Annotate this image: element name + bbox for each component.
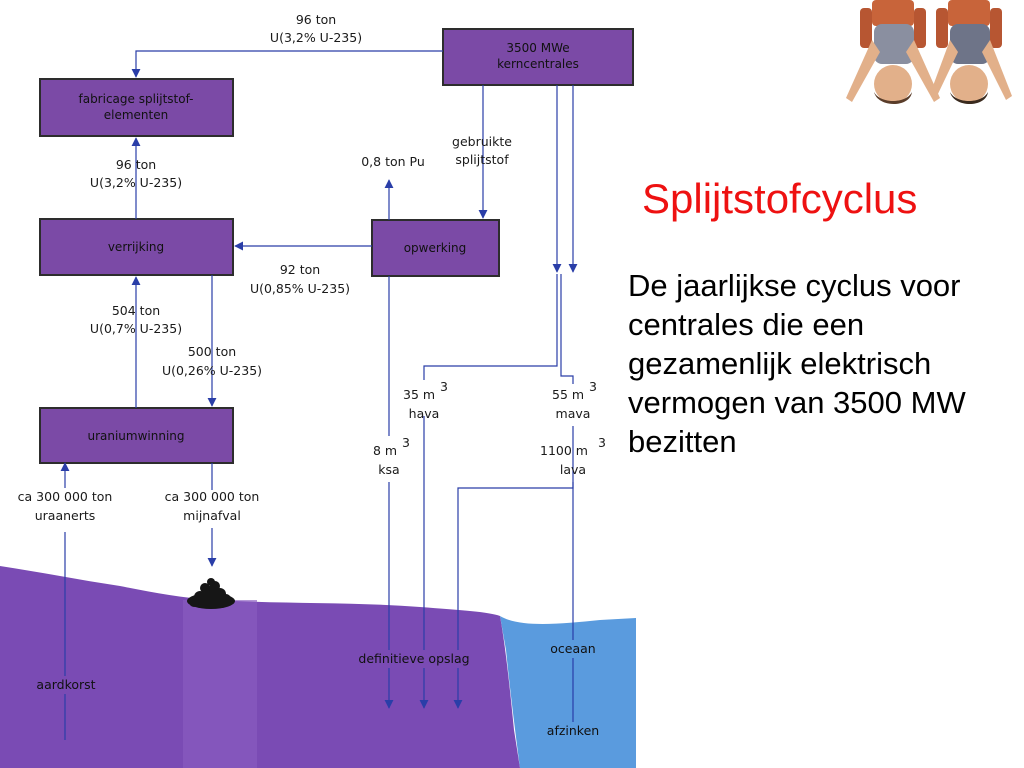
label-verrijking-product-amount: 96 ton — [116, 157, 156, 172]
label-ksa: ksa — [378, 462, 399, 477]
box-fabricage-line2: elementen — [104, 108, 168, 122]
cartoon-figures-illustration — [846, 0, 1012, 104]
box-opwerking-label: opwerking — [404, 241, 467, 255]
label-verrijking-product-enrichment: U(3,2% U-235) — [90, 175, 182, 190]
label-ksa-unit-sup: 3 — [402, 435, 410, 450]
ocean-region — [500, 616, 636, 768]
box-uraniumwinning: uraniumwinning — [39, 407, 234, 464]
label-feed-enrichment: U(0,7% U-235) — [90, 321, 182, 336]
label-mava: mava — [556, 406, 591, 421]
box-verrijking-label: verrijking — [108, 240, 164, 254]
box-fabricage-line1: fabricage splijtstof- — [78, 92, 193, 106]
label-mava-unit-sup: 3 — [589, 379, 597, 394]
label-uraanerts: uraanerts — [35, 508, 96, 523]
label-oceaan: oceaan — [550, 641, 595, 656]
label-depleted-amount: 500 ton — [188, 344, 236, 359]
label-feed-amount: 504 ton — [112, 303, 160, 318]
label-mava-amount: 55 m — [552, 387, 584, 402]
label-lava-amount: 1100 m — [540, 443, 588, 458]
zone-labels: definitieve opslag aardkorst oceaan afzi… — [30, 640, 607, 740]
label-aardkorst: aardkorst — [36, 677, 95, 692]
label-afzinken: afzinken — [547, 723, 599, 738]
label-mijnafval-amount: ca 300 000 ton — [165, 489, 260, 504]
cartoon-figure-left — [846, 0, 940, 104]
label-erts-amount: ca 300 000 ton — [18, 489, 113, 504]
box-fabricage: fabricage splijtstof- elementen — [39, 78, 234, 137]
label-hava: hava — [409, 406, 440, 421]
label-depleted-enrichment: U(0,26% U-235) — [162, 363, 262, 378]
box-verrijking: verrijking — [39, 218, 234, 276]
cartoon-figure-right — [930, 0, 1012, 104]
slide-title: Splijtstofcyclus — [642, 175, 918, 222]
label-gebruikte: gebruikte — [452, 134, 512, 149]
arrow-centrales-to-fabricage — [131, 50, 443, 78]
flow-arrows — [65, 50, 578, 740]
label-recycled-amount: 92 ton — [280, 262, 320, 277]
box-kerncentrales-line1: 3500 MWe — [506, 41, 569, 55]
label-fabricage-amount: 96 ton — [296, 12, 336, 27]
label-mijnafval: mijnafval — [183, 508, 241, 523]
earth-crust-region — [0, 566, 520, 768]
mine-waste-zone — [183, 600, 257, 768]
label-hava-amount: 35 m — [403, 387, 435, 402]
label-lava-unit-sup: 3 — [598, 435, 606, 450]
label-lava: lava — [560, 462, 586, 477]
label-splijtstof: splijtstof — [455, 152, 509, 167]
label-hava-unit-sup: 3 — [440, 379, 448, 394]
label-ksa-amount: 8 m — [373, 443, 397, 458]
line-mava-route — [560, 274, 574, 384]
label-recycled-enrichment: U(0,85% U-235) — [250, 281, 350, 296]
box-kerncentrales: 3500 MWe kerncentrales — [442, 28, 634, 86]
box-uraniumwinning-label: uraniumwinning — [87, 429, 184, 443]
label-plutonium: 0,8 ton Pu — [361, 154, 425, 169]
slide-description: De jaarlijkse cyclus voor centrales die … — [628, 268, 966, 459]
box-opwerking: opwerking — [371, 219, 500, 277]
box-kerncentrales-line2: kerncentrales — [497, 57, 579, 71]
flow-labels: 96 ton U(3,2% U-235) 96 ton U(3,2% U-235… — [18, 12, 606, 523]
label-definitieve-opslag: definitieve opslag — [358, 651, 469, 666]
arrow-mava-to-opslag — [453, 426, 574, 709]
mine-waste-pile — [187, 578, 235, 609]
label-fabricage-enrichment: U(3,2% U-235) — [270, 30, 362, 45]
